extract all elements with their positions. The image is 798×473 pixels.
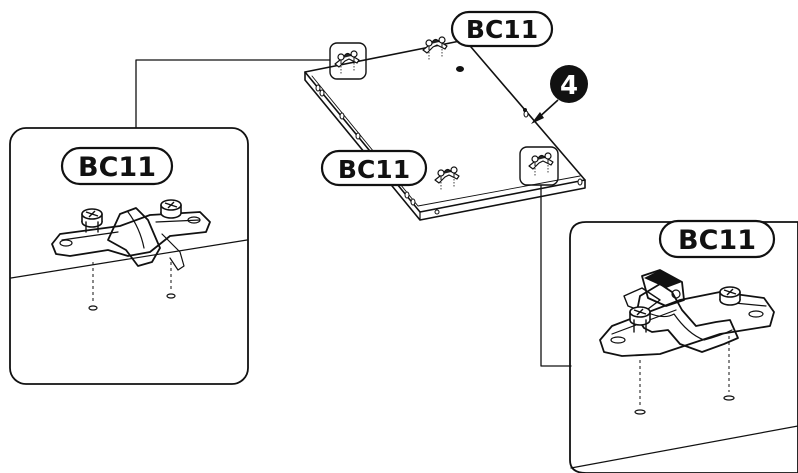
hinge-plate-mini-right [528, 152, 554, 177]
hinge-plate-mini-center [434, 166, 460, 191]
callout-label: BC11 [466, 15, 538, 44]
callout-label: BC11 [678, 225, 756, 256]
detail-box-left: BC11 [9, 127, 249, 385]
hinge-plate-mini-top-left [334, 50, 360, 75]
detail-box-right: BC11 [569, 219, 798, 473]
leader-line-right [540, 185, 572, 367]
callout-label: BC11 [338, 155, 410, 184]
step-number: 4 [560, 71, 578, 101]
highlight-box-top-left [329, 42, 367, 80]
callout-bc11-top: BC11 [450, 10, 554, 48]
step-badge: 4 [531, 65, 588, 124]
callout-label: BC11 [78, 152, 156, 183]
highlight-box-right [519, 146, 559, 186]
hinge-plate-mini-top-right [422, 36, 448, 61]
leader-line-left [135, 59, 331, 129]
panel [304, 39, 586, 221]
callout-bc11-center: BC11 [320, 149, 428, 187]
